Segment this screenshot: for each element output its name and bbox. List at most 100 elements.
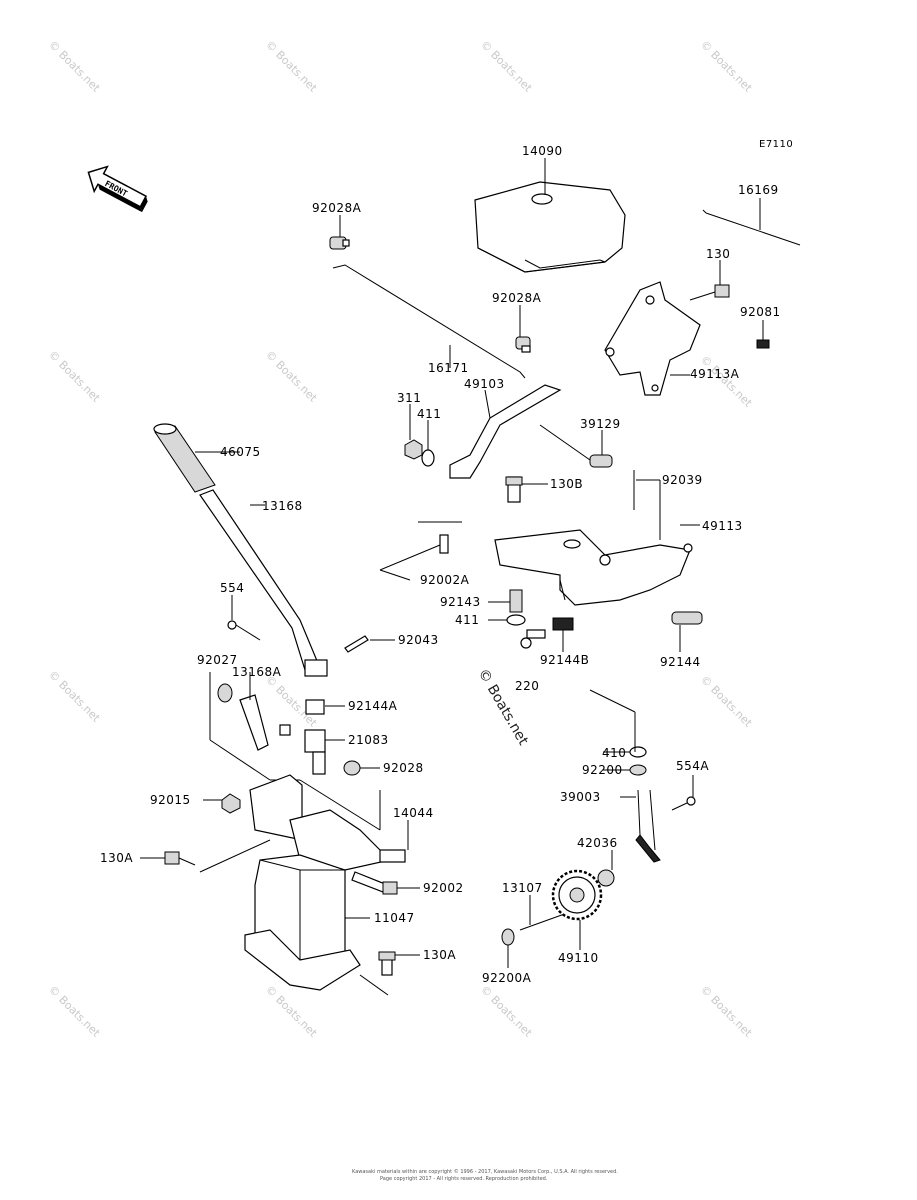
callout-92043: 92043 <box>398 633 439 647</box>
part-11047-housing <box>244 854 370 991</box>
watermark: © Boats.net <box>46 668 103 725</box>
callout-13107: 13107 <box>502 881 543 895</box>
part-92028-collar <box>343 760 380 776</box>
part-130a-bolt-upper <box>140 839 271 873</box>
part-130a-bolt-lower <box>359 951 420 996</box>
callout-11047: 11047 <box>374 911 415 925</box>
callout-311: 311 <box>397 391 421 405</box>
part-13168a-lever-arm <box>239 672 269 751</box>
part-42036-collar <box>597 850 615 887</box>
callout-92039: 92039 <box>662 473 703 487</box>
callout-130a: 130A <box>100 851 133 865</box>
callout-14090: 14090 <box>522 144 563 158</box>
part-554a-pin <box>671 775 696 811</box>
callout-92027: 92027 <box>197 653 238 667</box>
part-220-screw <box>520 629 546 649</box>
part-39129-spring <box>539 424 613 468</box>
callout-92028: 92028 <box>383 761 424 775</box>
callout-46075: 46075 <box>220 445 261 459</box>
part-21083-switch <box>279 724 345 775</box>
callout-49103: 49103 <box>464 377 505 391</box>
watermark: © Boats.net <box>263 38 320 95</box>
callout-410: 410 <box>602 746 626 760</box>
part-92027-bushing <box>209 672 233 740</box>
part-92028a-clip-upper <box>329 215 350 250</box>
callout-92028a: 92028A <box>492 291 542 305</box>
part-14090-cover <box>474 158 626 273</box>
watermark: © Boats.net <box>478 983 535 1040</box>
callout-130b: 130B <box>550 477 583 491</box>
callout-16171: 16171 <box>428 361 469 375</box>
watermark: © Boats.net <box>263 348 320 405</box>
part-39003-link <box>620 789 661 863</box>
part-14044-bracket <box>249 774 409 871</box>
watermark: © Boats.net <box>698 673 755 730</box>
part-13107-shaft <box>519 895 571 931</box>
callout-92015: 92015 <box>150 793 191 807</box>
watermark: © Boats.net <box>478 38 535 95</box>
part-92028a-clip-lower <box>515 305 531 353</box>
watermark: © Boats.net <box>46 348 103 405</box>
part-13168-lever <box>199 489 328 677</box>
reference-code: E7110 <box>759 139 793 150</box>
callout-411: 411 <box>455 613 479 627</box>
part-92200a-washer <box>501 928 515 968</box>
callout-39003: 39003 <box>560 790 601 804</box>
callout-92144: 92144 <box>660 655 701 669</box>
callout-92081: 92081 <box>740 305 781 319</box>
part-92002a-bolt <box>379 521 462 581</box>
watermark: © Boats.net <box>698 38 755 95</box>
part-16171-rod <box>332 264 526 379</box>
callout-42036: 42036 <box>577 836 618 850</box>
part-92043-pin <box>344 635 395 653</box>
watermark: © Boats.net <box>698 353 755 410</box>
callout-92143: 92143 <box>440 595 481 609</box>
part-92144-spring <box>671 611 703 652</box>
callout-13168a: 13168A <box>232 665 282 679</box>
callout-16169: 16169 <box>738 183 779 197</box>
part-130-bolt <box>689 260 730 301</box>
part-411-washer-upper <box>421 420 435 467</box>
callout-13168: 13168 <box>262 499 303 513</box>
part-130b-bolt <box>505 476 548 503</box>
copyright-line: Page copyright 2017 - All rights reserve… <box>380 1176 548 1182</box>
callout-labels: 14090 16169 92028A 130 92028A 92081 1617… <box>100 144 781 985</box>
part-92081-spring <box>756 320 770 349</box>
front-arrow-icon: FRONT <box>87 165 148 213</box>
callout-92200: 92200 <box>582 763 623 777</box>
callout-49110: 49110 <box>558 951 599 965</box>
callout-92002a: 92002A <box>420 573 470 587</box>
callout-92200a: 92200A <box>482 971 532 985</box>
part-92200-washer <box>603 764 647 776</box>
watermark: © Boats.net <box>46 38 103 95</box>
watermark: © Boats.net <box>698 983 755 1040</box>
callout-130: 130 <box>706 247 730 261</box>
part-92015-nut <box>203 793 241 814</box>
part-92144a-spring <box>305 699 345 715</box>
callout-39129: 39129 <box>580 417 621 431</box>
callout-49113a: 49113A <box>690 367 740 381</box>
part-16169-rod <box>702 198 801 246</box>
part-49103-arm <box>449 384 562 479</box>
part-411-washer-lower <box>488 614 526 626</box>
part-49110-gear <box>551 869 603 950</box>
callout-411: 411 <box>417 407 441 421</box>
callout-92002: 92002 <box>423 881 464 895</box>
part-92039-pin <box>633 470 660 510</box>
callout-220: 220 <box>515 679 539 693</box>
callout-92144a: 92144A <box>348 699 398 713</box>
part-49113-bracket <box>494 480 700 606</box>
part-554-pin <box>227 595 261 641</box>
part-92002-bolt <box>351 871 420 895</box>
part-410-washer <box>589 689 647 758</box>
callout-92028a: 92028A <box>312 201 362 215</box>
part-49113a-bracket <box>604 281 701 396</box>
copyright-line: Kawasaki materials within are copyright … <box>352 1168 618 1175</box>
part-46075-grip <box>153 423 240 493</box>
callout-554: 554 <box>220 581 244 595</box>
watermark-grid: © Boats.net © Boats.net © Boats.net © Bo… <box>46 38 755 1040</box>
watermark: © Boats.net <box>46 983 103 1040</box>
part-92144b-spring <box>552 617 574 652</box>
callout-92144b: 92144B <box>540 653 589 667</box>
